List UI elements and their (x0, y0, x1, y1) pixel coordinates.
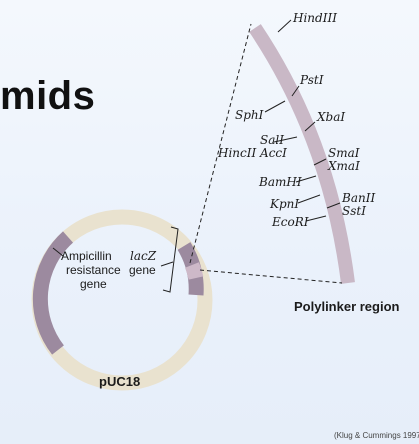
site-pointer-kpni (297, 194, 321, 204)
site-pointer-psti (291, 85, 300, 97)
site-label-xmai: XmaI (327, 159, 360, 173)
site-label-hindiii: HindIII (292, 11, 337, 25)
site-label-sphi: SphI (235, 108, 264, 122)
site-label-ssti: SstI (342, 204, 366, 218)
site-label-sali: SalI (260, 133, 284, 147)
site-pointer-smai (313, 158, 327, 166)
zoom-line-bottom (199, 269, 343, 284)
insertion-site-marker (184, 262, 204, 280)
lacz-label-line2: gene (129, 263, 156, 277)
site-pointer-sphi (264, 100, 286, 113)
lacz-pointer (160, 261, 174, 267)
site-pointer-ecori (305, 215, 327, 222)
ampicillin-label-line3: gene (80, 277, 107, 291)
slide-title: mids (0, 74, 96, 118)
site-label-xbai: XbaI (316, 110, 345, 124)
polylinker-region-label: Polylinker region (294, 299, 400, 314)
site-pointer-sali (273, 136, 298, 143)
site-pointer-hindiii (277, 19, 292, 33)
lacz-bracket (162, 226, 179, 293)
site-label-kpni: KpnI (269, 197, 299, 211)
site-label-psti: PstI (299, 73, 324, 87)
polylinker-arc (249, 24, 355, 284)
site-pointer-xbai (304, 121, 316, 132)
ampicillin-pointer (52, 247, 64, 257)
site-label-bamhi: BamHI (258, 175, 302, 189)
ampicillin-gene-segment (32, 231, 74, 355)
zoom-line-top (189, 23, 252, 264)
site-pointer-banii (326, 202, 341, 209)
site-label-hincii-acci: HincII AccI (217, 146, 287, 160)
site-pointer-bamhi (295, 175, 317, 183)
site-label-banii: BanII (341, 191, 375, 205)
ampicillin-label-line1: Ampicillin (61, 249, 112, 263)
source-credit: (Klug & Cummings 1997) (334, 431, 419, 440)
lacz-label-line1: lacZ (130, 249, 157, 263)
plasmid-name-label: pUC18 (99, 374, 140, 389)
site-label-smai: SmaI (328, 146, 360, 160)
ampicillin-label-line2: resistance (66, 263, 121, 277)
site-label-ecori: EcoRI (271, 215, 309, 229)
